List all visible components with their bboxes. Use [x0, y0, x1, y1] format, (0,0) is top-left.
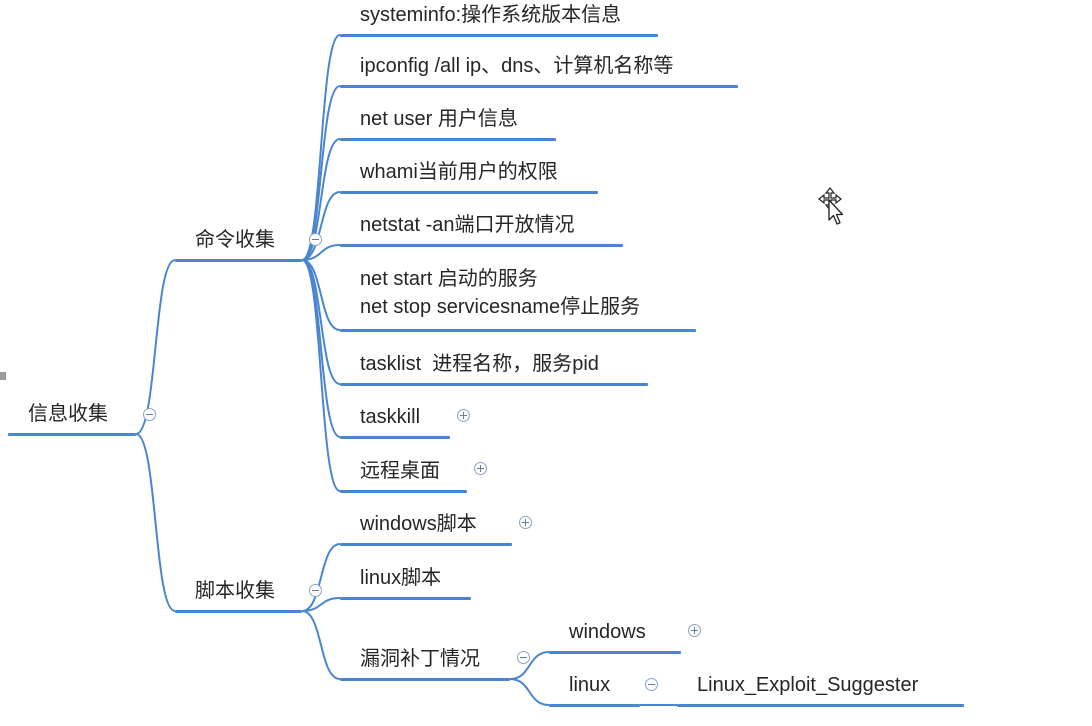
- command-node-net-user-underline: [340, 138, 556, 141]
- root-node-label[interactable]: 信息收集: [28, 403, 108, 425]
- command-node-taskkill-underline: [340, 436, 450, 439]
- script-node-windows-circle-plus-icon[interactable]: [519, 516, 532, 529]
- command-node-whoami-label[interactable]: whami当前用户的权限: [360, 161, 558, 183]
- connector-script-node-patch-status: [301, 610, 341, 680]
- connector-script-node-windows: [301, 543, 341, 612]
- patch-node-linux-label[interactable]: linux: [569, 674, 611, 696]
- command-node-remote-desktop-circle-plus-icon[interactable]: [474, 462, 487, 475]
- command-node-ipconfig-underline: [340, 85, 738, 88]
- command-node-netstat-label[interactable]: netstat -an端口开放情况: [360, 214, 575, 236]
- command-node-remote-desktop-label[interactable]: 远程桌面: [360, 460, 440, 482]
- branch-script-collection-label[interactable]: 脚本收集: [195, 580, 275, 602]
- command-node-tasklist-label[interactable]: tasklist 进程名称，服务pid: [360, 353, 599, 375]
- command-node-systeminfo-underline: [340, 34, 658, 37]
- patch-node-linux-underline: [549, 704, 640, 707]
- patch-node-windows-label[interactable]: windows: [569, 621, 646, 643]
- patch-node-windows-circle-plus-icon[interactable]: [688, 624, 701, 637]
- script-node-patch-status-circle-minus-icon[interactable]: [517, 651, 530, 664]
- root-node-underline: [8, 433, 136, 436]
- command-node-taskkill-circle-plus-icon[interactable]: [457, 409, 470, 422]
- branch-script-collection-circle-minus-icon[interactable]: [309, 584, 322, 597]
- command-node-ipconfig-label[interactable]: ipconfig /all ip、dns、计算机名称等: [360, 55, 674, 77]
- connector-command-node-taskkill: [301, 259, 341, 438]
- connector-command-node-whoami: [301, 191, 341, 261]
- script-node-windows-underline: [340, 543, 512, 546]
- command-node-whoami-underline: [340, 191, 598, 194]
- patch-node-linux-circle-minus-icon[interactable]: [645, 678, 658, 691]
- branch-command-collection-label[interactable]: 命令收集: [195, 229, 275, 251]
- connector-branch-script-collection: [135, 433, 176, 612]
- script-node-patch-status-label[interactable]: 漏洞补丁情况: [360, 648, 480, 670]
- command-node-net-start-stop-underline: [340, 329, 696, 332]
- branch-script-collection-underline: [175, 610, 302, 613]
- script-node-linux-underline: [340, 597, 471, 600]
- command-node-taskkill-label[interactable]: taskkill: [360, 406, 421, 428]
- connector-script-node-linux: [301, 597, 341, 612]
- connector-command-node-netstat: [301, 244, 341, 261]
- exploit-node-linux-exploit-suggester-label[interactable]: Linux_Exploit_Suggester: [697, 674, 919, 696]
- connector-branch-command-collection: [135, 259, 176, 435]
- script-node-patch-status-underline: [340, 678, 510, 681]
- connector-command-node-remote-desktop: [301, 259, 341, 492]
- command-node-netstat-underline: [340, 244, 623, 247]
- root-node-circle-minus-icon[interactable]: [143, 408, 156, 421]
- command-node-net-start-stop-label[interactable]: net start 启动的服务 net stop servicesname停止服…: [360, 268, 641, 318]
- connector-command-node-net-user: [301, 138, 341, 261]
- connector-patch-node-windows: [509, 651, 550, 680]
- connector-command-node-ipconfig: [301, 85, 341, 261]
- move-cursor-icon: [818, 187, 844, 225]
- script-node-windows-label[interactable]: windows脚本: [360, 513, 477, 535]
- command-node-tasklist-underline: [340, 383, 648, 386]
- command-node-net-user-label[interactable]: net user 用户信息: [360, 108, 518, 130]
- exploit-node-linux-exploit-suggester-underline: [677, 704, 964, 707]
- command-node-systeminfo-label[interactable]: systeminfo:操作系统版本信息: [360, 4, 622, 26]
- connector-patch-node-linux: [509, 678, 550, 706]
- script-node-linux-label[interactable]: linux脚本: [360, 567, 442, 589]
- branch-command-collection-underline: [175, 259, 302, 262]
- scroll-edge-marker: [0, 372, 6, 380]
- branch-command-collection-circle-minus-icon[interactable]: [309, 233, 322, 246]
- patch-node-windows-underline: [549, 651, 681, 654]
- command-node-remote-desktop-underline: [340, 490, 467, 493]
